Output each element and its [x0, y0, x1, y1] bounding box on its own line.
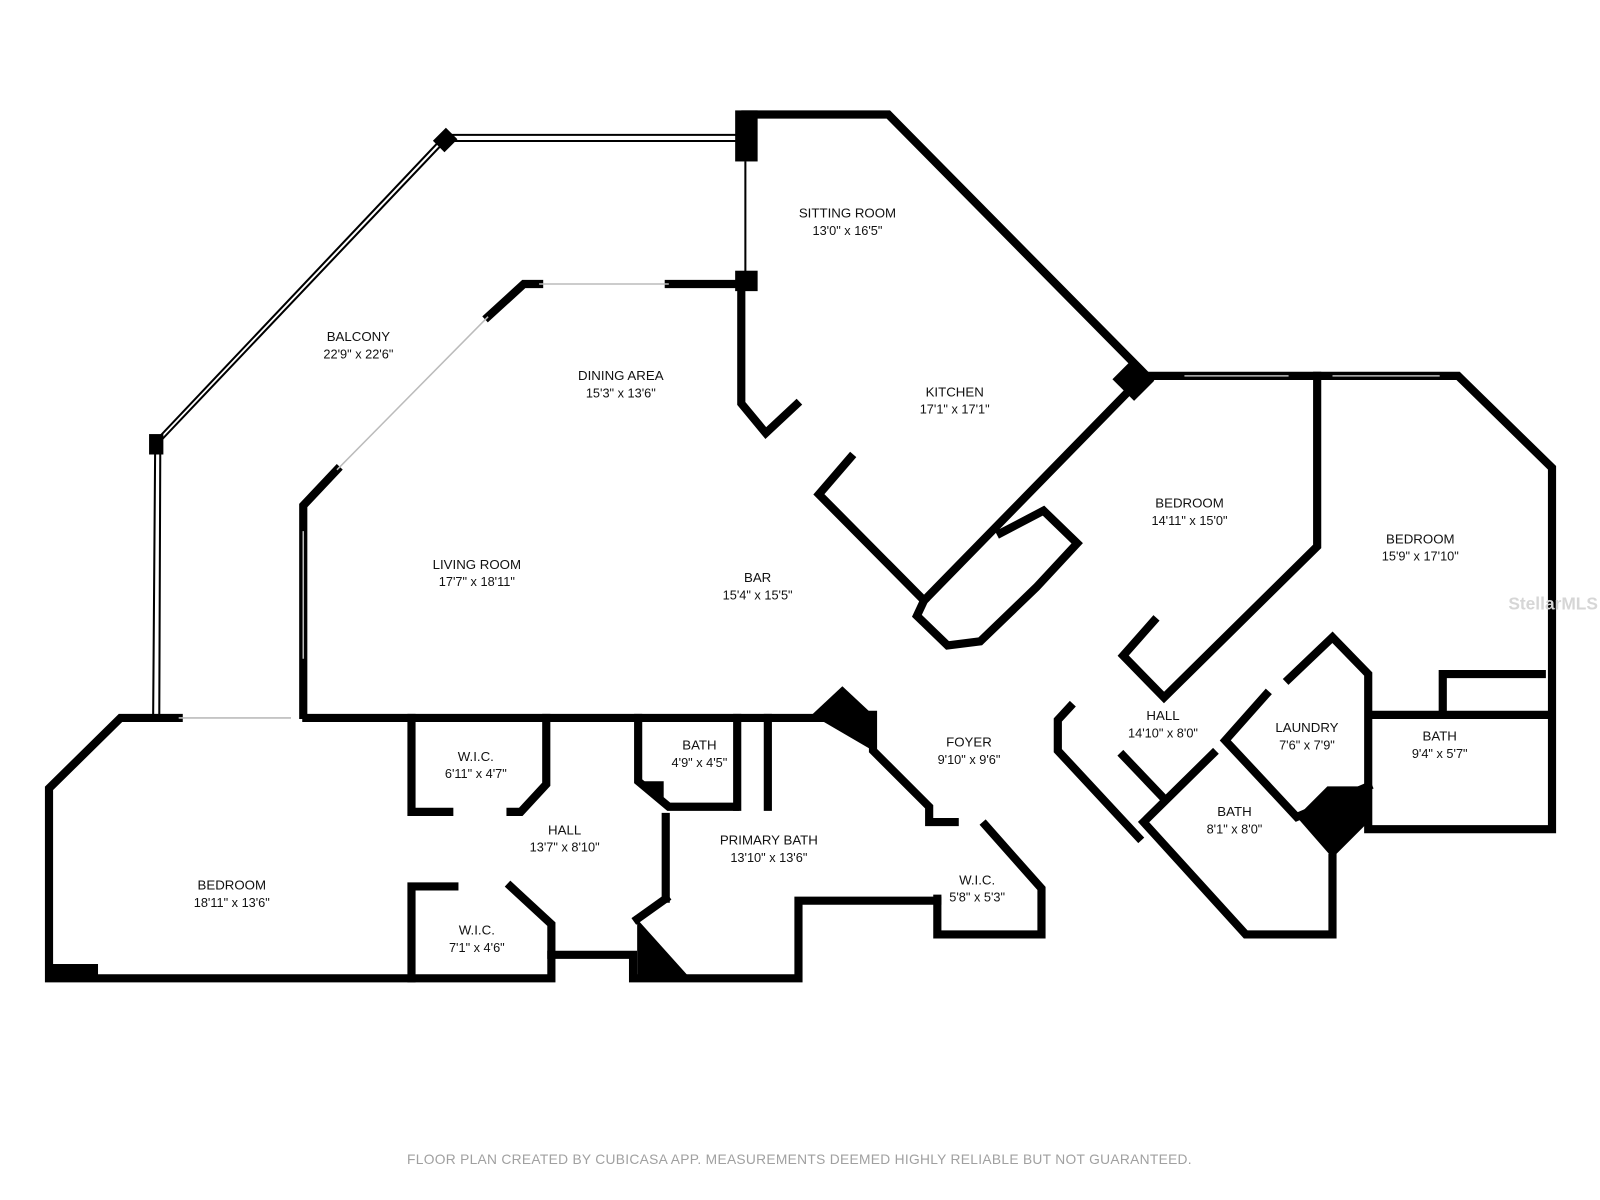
room-dims-laundry: 7'6" x 7'9": [1279, 738, 1335, 753]
room-dims-sitting-room: 13'0" x 16'5": [813, 223, 883, 238]
room-dims-bath-small: 4'9" x 4'5": [672, 755, 728, 770]
room-dims-bath-3: 9'4" x 5'7": [1412, 746, 1468, 761]
room-dims-primary-bath: 13'10" x 13'6": [730, 850, 807, 865]
room-name-wic-3: W.I.C.: [959, 872, 995, 887]
room-dims-bedroom-2: 14'11" x 15'0": [1151, 513, 1227, 528]
walls: [44, 110, 1557, 983]
room-dims-hall-2: 13'7" x 8'10": [530, 840, 600, 855]
room-dims-primary-bedroom: 18'11" x 13'6": [194, 895, 270, 910]
room-dims-bar: 15'4" x 15'5": [723, 587, 793, 602]
room-name-bath-2: BATH: [1217, 804, 1251, 819]
room-dims-wic-2: 7'1" x 4'6": [449, 940, 505, 955]
room-name-living-room: LIVING ROOM: [433, 557, 521, 572]
room-name-balcony: BALCONY: [327, 329, 391, 344]
room-name-bedroom-3: BEDROOM: [1386, 531, 1455, 546]
footer-disclaimer: FLOOR PLAN CREATED BY CUBICASA APP. MEAS…: [407, 1152, 1192, 1167]
room-dims-dining-area: 15'3" x 13'6": [586, 385, 656, 400]
room-name-wic-1: W.I.C.: [458, 749, 494, 764]
room-name-hall: HALL: [1146, 708, 1179, 723]
room-dims-bedroom-3: 15'9" x 17'10": [1382, 549, 1459, 564]
room-dims-bath-2: 8'1" x 8'0": [1207, 821, 1263, 836]
room-labels: SITTING ROOM 13'0" x 16'5" BALCONY 22'9"…: [194, 206, 1468, 955]
room-name-primary-bath: PRIMARY BATH: [720, 833, 818, 848]
room-dims-foyer: 9'10" x 9'6": [938, 752, 1001, 767]
room-name-laundry: LAUNDRY: [1275, 720, 1338, 735]
room-dims-wic-3: 5'8" x 5'3": [949, 890, 1005, 905]
room-dims-kitchen: 17'1" x 17'1": [920, 402, 990, 417]
room-name-bath-small: BATH: [682, 738, 716, 753]
room-dims-living-room: 17'7" x 18'11": [439, 574, 515, 589]
room-dims-balcony: 22'9" x 22'6": [323, 347, 393, 362]
watermark: StellarMLS: [1508, 594, 1598, 614]
room-name-kitchen: KITCHEN: [926, 384, 984, 399]
room-name-bath-3: BATH: [1422, 728, 1456, 743]
room-dims-wic-1: 6'11" x 4'7": [445, 766, 507, 781]
room-name-sitting-room: SITTING ROOM: [799, 206, 896, 221]
room-name-wic-2: W.I.C.: [459, 922, 495, 937]
room-name-hall-2: HALL: [548, 822, 581, 837]
room-dims-hall: 14'10" x 8'0": [1128, 725, 1198, 740]
room-name-dining-area: DINING AREA: [578, 368, 664, 383]
room-name-bedroom-2: BEDROOM: [1155, 496, 1224, 511]
room-name-primary-bedroom: BEDROOM: [198, 877, 267, 892]
room-name-bar: BAR: [744, 570, 771, 585]
room-name-foyer: FOYER: [946, 735, 992, 750]
